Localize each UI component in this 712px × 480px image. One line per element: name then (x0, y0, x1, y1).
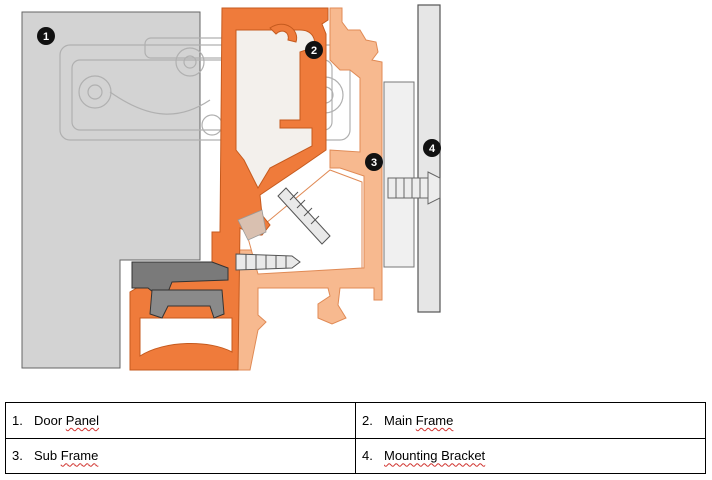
legend-label-plain: Door (34, 412, 66, 428)
legend-cell-door-panel: 1. Door Panel (5, 402, 356, 439)
mounting-bracket-shape (417, 4, 441, 313)
marker-3: 3 (365, 153, 383, 171)
legend-number: 3. (12, 448, 23, 464)
marker-4: 4 (423, 139, 441, 157)
legend-label-underlined: Frame (415, 412, 454, 428)
legend-number: 2. (362, 412, 373, 428)
hatched-fill (237, 209, 267, 241)
legend-label-underlined: Mounting Bracket (384, 448, 486, 464)
marker-1-label: 1 (43, 31, 49, 43)
main-frame-hook (269, 23, 298, 43)
bracket-spacer (383, 81, 415, 268)
seal-gasket-channel (149, 289, 225, 319)
legend-table: 1. Door Panel 2. Main Frame 3. Sub Frame 4.… (5, 402, 706, 474)
marker-1: 1 (37, 27, 55, 45)
sub-frame-shape (237, 7, 383, 371)
marker-3-label: 3 (371, 157, 377, 169)
marker-2-label: 2 (311, 45, 317, 57)
legend-number: 1. (12, 412, 23, 428)
bracket-bolt (387, 171, 441, 205)
legend-cell-sub-frame: 3. Sub Frame (5, 437, 356, 474)
legend-cell-main-frame: 2. Main Frame (355, 402, 706, 439)
legend-label-underlined: Panel (65, 412, 100, 428)
door-frame-diagram: 1 2 3 4 (21, 4, 441, 371)
legend-cell-mounting-bracket: 4. Mounting Bracket (355, 437, 706, 474)
legend-label-plain: Main (384, 412, 416, 428)
seal-gasket (131, 261, 229, 297)
legend-label-underlined: Frame (60, 448, 99, 464)
horizontal-screw (235, 253, 301, 271)
legend-label-plain: Sub (34, 448, 61, 464)
legend-row: 3. Sub Frame 4. Mounting Bracket (5, 437, 706, 474)
main-frame-bottom-cavity (139, 317, 233, 357)
legend-number: 4. (362, 448, 373, 464)
marker-4-label: 4 (429, 143, 436, 155)
door-panel-shape (21, 11, 201, 369)
marker-2: 2 (305, 41, 323, 59)
diagonal-screw (277, 187, 331, 245)
legend-row: 1. Door Panel 2. Main Frame (5, 402, 706, 439)
